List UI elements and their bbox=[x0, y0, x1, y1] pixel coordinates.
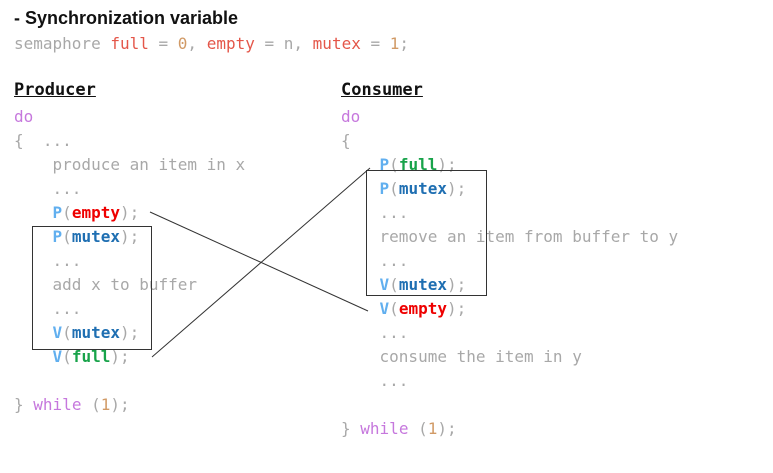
full-connector-line bbox=[151, 167, 371, 358]
producer-code: do { ... produce an item in x ... P(empt… bbox=[14, 107, 246, 414]
semaphore-declaration: semaphore full = 0, empty = n, mutex = 1… bbox=[14, 34, 410, 53]
consumer-code: do { P(full); P(mutex); ... remove an it… bbox=[341, 107, 679, 438]
consumer-critical-section-box bbox=[366, 170, 487, 296]
producer-critical-section-box bbox=[32, 226, 152, 350]
empty-connector-line bbox=[149, 211, 369, 312]
producer-header: Producer bbox=[14, 80, 96, 100]
section-title: - Synchronization variable bbox=[14, 8, 239, 28]
consumer-header: Consumer bbox=[341, 80, 423, 100]
